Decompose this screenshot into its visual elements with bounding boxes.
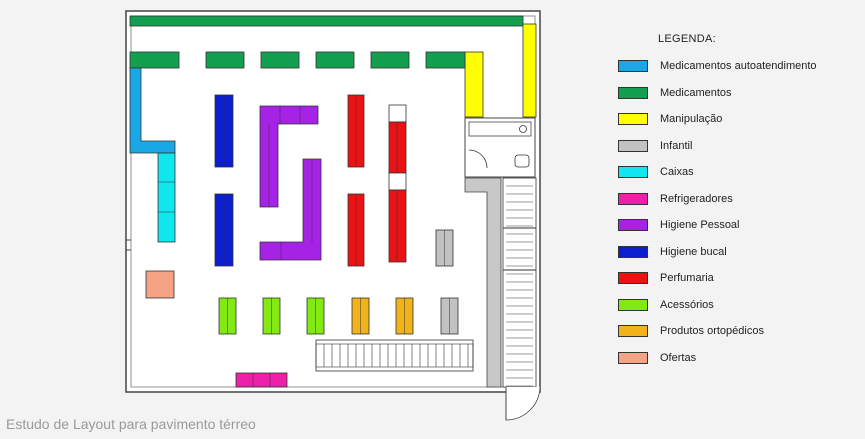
ofertas-stand bbox=[145, 270, 175, 299]
legend-label: Refrigeradores bbox=[660, 192, 733, 205]
legend-swatch bbox=[618, 139, 648, 152]
legend-item-infantil: Infantil bbox=[618, 133, 858, 160]
legend-swatch bbox=[618, 298, 648, 311]
medicamentos-top-shelf bbox=[129, 15, 524, 27]
door-arc bbox=[468, 149, 488, 169]
medicamentos-shelf-2 bbox=[205, 51, 245, 69]
caixas-counter bbox=[157, 152, 176, 243]
legend-swatch bbox=[618, 86, 648, 99]
legend-label: Higiene Pessoal bbox=[660, 219, 740, 232]
medicamentos-shelf-1 bbox=[129, 51, 180, 69]
display-block-1 bbox=[388, 104, 407, 123]
medicamentos-autoatendimento-shelf bbox=[129, 67, 176, 154]
sink-counter bbox=[468, 121, 532, 137]
staircase-right bbox=[502, 177, 537, 388]
higiene-pessoal-shelf-1 bbox=[259, 105, 319, 208]
legend-item-med_auto: Medicamentos autoatendimento bbox=[618, 53, 858, 80]
legend-label: Medicamentos bbox=[660, 86, 732, 99]
legend-item-refrig: Refrigeradores bbox=[618, 186, 858, 213]
legend-label: Medicamentos autoatendimento bbox=[660, 60, 817, 73]
toilet-icon bbox=[514, 154, 530, 168]
legend-label: Higiene bucal bbox=[660, 245, 727, 258]
stair-wall bbox=[464, 177, 502, 388]
legend-label: Perfumaria bbox=[660, 272, 714, 285]
plan-caption: Estudo de Layout para pavimento térreo bbox=[6, 416, 256, 432]
manipulacao-shelf-left bbox=[464, 51, 484, 118]
medicamentos-shelf-4 bbox=[315, 51, 355, 69]
manipulacao-shelf-right bbox=[522, 23, 537, 118]
medicamentos-shelf-6 bbox=[425, 51, 466, 69]
legend-item-ofertas: Ofertas bbox=[618, 345, 858, 372]
legend-item-perf: Perfumaria bbox=[618, 265, 858, 292]
legend-item-orto: Produtos ortopédicos bbox=[618, 318, 858, 345]
legend-swatch bbox=[618, 272, 648, 285]
legend-item-caixas: Caixas bbox=[618, 159, 858, 186]
entrance-door bbox=[505, 386, 541, 421]
display-block-2 bbox=[388, 172, 407, 191]
legend-label: Produtos ortopédicos bbox=[660, 325, 764, 338]
legend-label: Infantil bbox=[660, 139, 693, 152]
legend-swatch bbox=[618, 351, 648, 364]
legend-title: LEGENDA: bbox=[658, 33, 717, 45]
bathroom bbox=[464, 117, 536, 178]
perfumaria-shelf-3 bbox=[388, 121, 407, 174]
legend-label: Ofertas bbox=[660, 351, 697, 364]
medicamentos-shelf-3 bbox=[260, 51, 300, 69]
legend-label: Manipulação bbox=[660, 113, 723, 126]
legend-swatch bbox=[618, 245, 648, 258]
staircase-bottom bbox=[315, 339, 474, 372]
legend-item-manip: Manipulação bbox=[618, 106, 858, 133]
legend-swatch bbox=[618, 219, 648, 232]
legend-swatch bbox=[618, 60, 648, 73]
legend-label: Acessórios bbox=[660, 298, 714, 311]
higiene-pessoal-shelf-2 bbox=[259, 158, 322, 261]
legend-item-acess: Acessórios bbox=[618, 292, 858, 319]
legend-swatch bbox=[618, 192, 648, 205]
legend-swatch bbox=[618, 113, 648, 126]
perfumaria-shelf-4 bbox=[388, 189, 407, 263]
sink-icon bbox=[519, 125, 527, 133]
legend-item-higiene: Higiene Pessoal bbox=[618, 212, 858, 239]
refrigeradores-unit bbox=[235, 372, 288, 388]
legend-swatch bbox=[618, 325, 648, 338]
legend-swatch bbox=[618, 166, 648, 179]
legend-item-bucal: Higiene bucal bbox=[618, 239, 858, 266]
medicamentos-shelf-5 bbox=[370, 51, 410, 69]
legend-label: Caixas bbox=[660, 166, 694, 179]
legend-item-med: Medicamentos bbox=[618, 80, 858, 107]
